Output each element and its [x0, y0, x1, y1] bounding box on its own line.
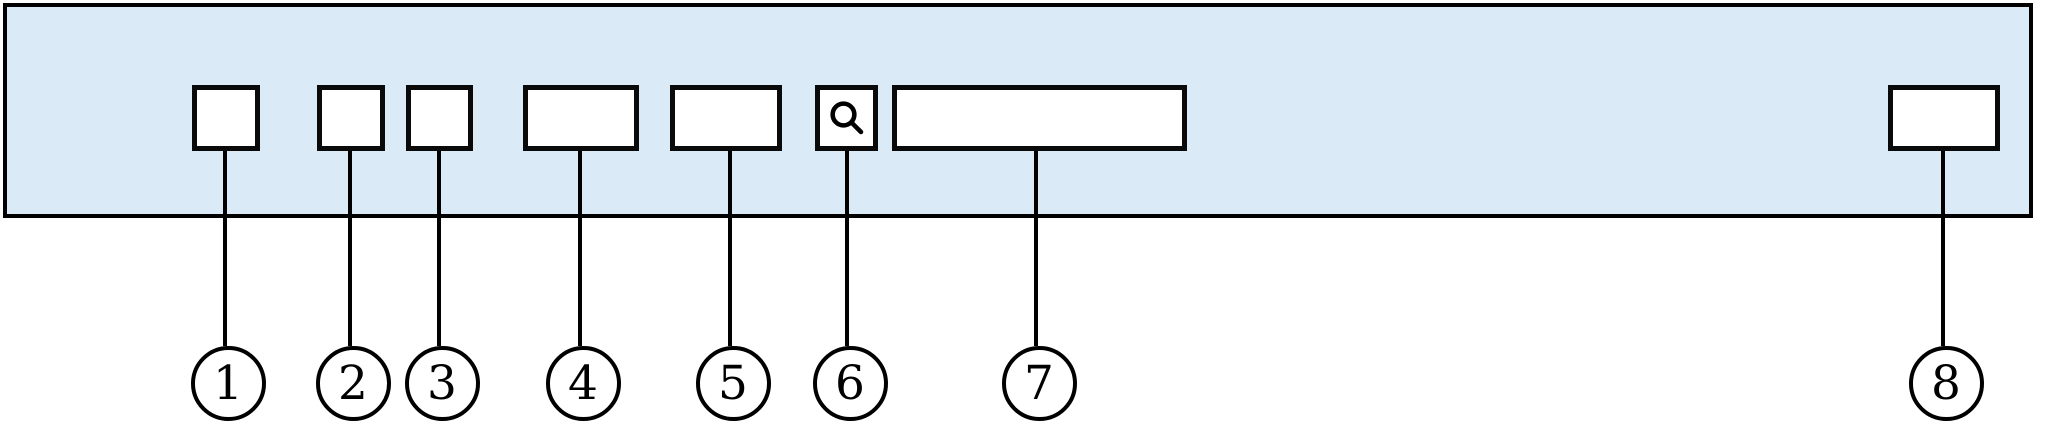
callout-marker-3: 3	[404, 346, 480, 421]
toolbar-dropdown-4[interactable]	[523, 85, 639, 151]
callout-number-label: 5	[718, 356, 748, 411]
search-input-field[interactable]	[892, 85, 1187, 151]
callout-marker-6: 6	[812, 346, 888, 421]
callout-number-label: 7	[1024, 356, 1054, 411]
callout-marker-7: 7	[1001, 346, 1077, 421]
callout-number-label: 4	[568, 356, 598, 411]
callout-number-label: 1	[213, 356, 243, 411]
callout-leader-line-3	[437, 151, 441, 346]
toolbar-button-1[interactable]	[192, 85, 260, 151]
toolbar-button-2[interactable]	[317, 85, 385, 151]
callout-marker-4: 4	[545, 346, 621, 421]
callout-marker-8: 8	[1908, 346, 1984, 421]
callout-leader-line-4	[578, 151, 582, 346]
callout-leader-line-2	[348, 151, 352, 346]
callout-leader-line-6	[845, 151, 849, 346]
callout-number-label: 8	[1931, 356, 1961, 411]
callout-number-label: 6	[835, 356, 865, 411]
callout-leader-line-1	[223, 151, 227, 346]
toolbar-dropdown-5[interactable]	[670, 85, 782, 151]
toolbar-button-3[interactable]	[406, 85, 473, 151]
callout-number-label: 3	[427, 356, 457, 411]
search-icon	[826, 97, 868, 139]
callout-leader-line-8	[1941, 151, 1945, 346]
callout-leader-line-5	[728, 151, 732, 346]
search-icon-button[interactable]	[815, 85, 878, 151]
callout-marker-1: 1	[190, 346, 266, 421]
callout-marker-2: 2	[315, 346, 391, 421]
callout-leader-line-7	[1034, 151, 1038, 346]
toolbar-button-8[interactable]	[1888, 85, 2000, 151]
callout-number-label: 2	[338, 356, 368, 411]
callout-marker-5: 5	[695, 346, 771, 421]
